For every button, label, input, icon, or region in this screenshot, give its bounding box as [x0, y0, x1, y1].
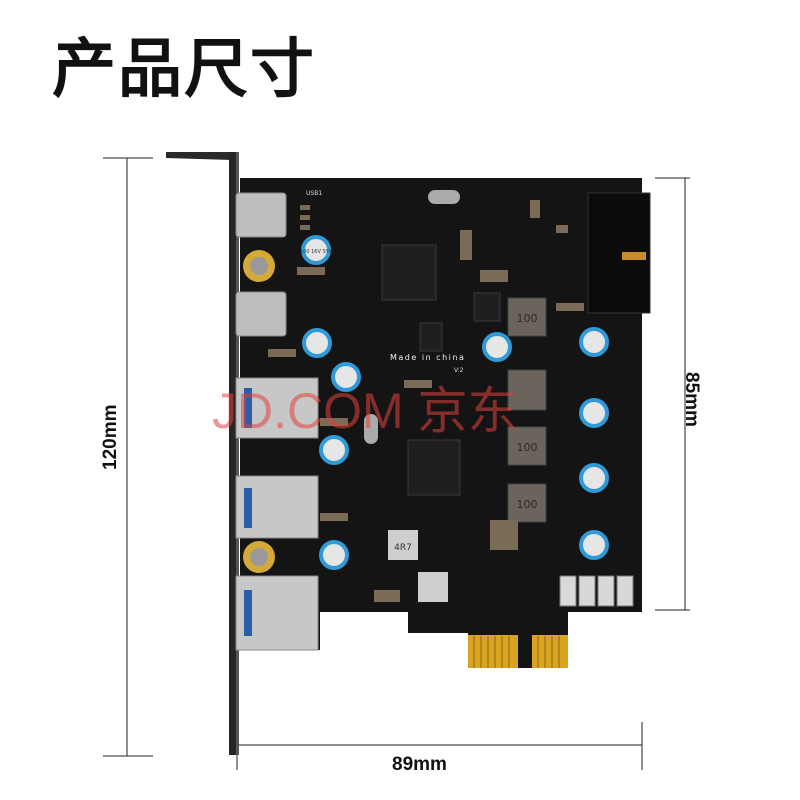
height-dimension-label: 120mm [100, 404, 121, 471]
small-inductor-label: 4R7 [394, 543, 412, 553]
width-dimension-label: 89mm [392, 754, 447, 775]
pcie-gold-fingers [468, 635, 568, 668]
page-title: 产品尺寸 [52, 33, 316, 107]
metal-bracket [166, 152, 239, 755]
capacitors [301, 235, 609, 570]
crystal-oscillators [364, 190, 460, 444]
inductors [507, 297, 547, 523]
card-height-dimension-label: 85mm [681, 372, 702, 427]
capacitor-label: 100 16V SYK [300, 249, 333, 255]
controller-chips [381, 244, 501, 496]
jd-watermark: JD.COM 京东 [212, 383, 518, 439]
small-inductors: 4R7 [388, 530, 448, 602]
usb-c-ports [235, 192, 287, 337]
diodes [559, 575, 634, 607]
inductor-label: 100 [517, 312, 538, 325]
bracket-screws [243, 250, 275, 573]
smd-components [268, 200, 584, 602]
silkscreen-version: V:2 [454, 367, 464, 374]
usb-a-ports [235, 377, 319, 651]
silkscreen-usb1: USB1 [306, 190, 322, 197]
usb-header-connector [587, 192, 651, 314]
inductor-label: 100 [517, 498, 538, 511]
inductor-label: 100 [517, 441, 538, 454]
silkscreen-made-in: Made in china [390, 353, 465, 362]
